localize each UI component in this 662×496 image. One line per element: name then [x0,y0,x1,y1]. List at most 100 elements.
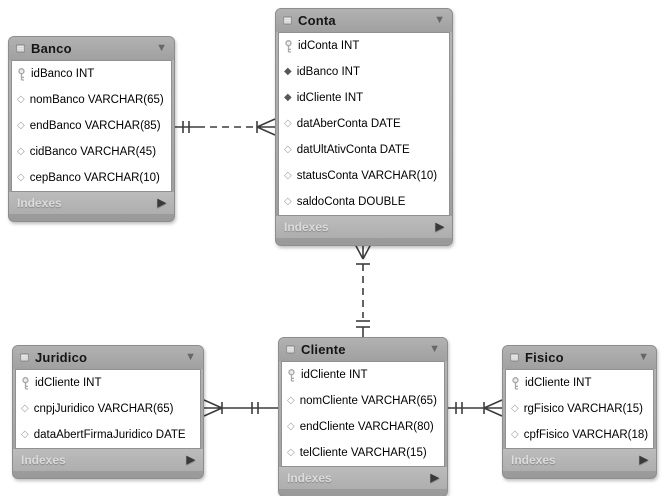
relationship-juridico-cliente[interactable] [203,399,278,417]
relationship-conta-cliente[interactable] [354,243,372,337]
indexes-section[interactable]: Indexes ▶ [13,449,203,471]
column-icon: ◇ [284,170,292,181]
column-icon: ◇ [287,447,295,458]
primary-key-icon [17,67,26,81]
indexes-label: Indexes [17,196,62,210]
columns-list: idCliente INT ◇ cnpjJuridico VARCHAR(65)… [15,369,201,449]
expand-arrow-icon[interactable]: ▶ [435,220,444,233]
columns-list: idCliente INT ◇ rgFisico VARCHAR(15) ◇ c… [505,369,654,449]
expand-arrow-icon[interactable]: ▶ [430,471,439,484]
table-banco-header[interactable]: Banco ▼ [9,37,174,60]
column-row[interactable]: ◇ datUltAtivConta DATE [279,137,449,163]
table-icon [283,14,292,27]
column-row[interactable]: ◇ telCliente VARCHAR(15) [282,440,444,466]
primary-key-icon [287,368,296,382]
column-row[interactable]: ◇ cnpjJuridico VARCHAR(65) [16,396,200,422]
table-icon [286,343,295,356]
column-icon: ◇ [284,144,292,155]
column-row[interactable]: ◇ nomBanco VARCHAR(65) [12,87,171,113]
column-label: endCliente VARCHAR(80) [299,421,434,433]
column-label: cpfFisico VARCHAR(18) [523,429,649,441]
expand-arrow-icon[interactable]: ▶ [186,453,195,466]
table-icon [510,351,519,364]
primary-key-icon [511,376,520,390]
collapse-arrow-icon[interactable]: ▼ [429,343,440,355]
table-banco[interactable]: Banco ▼ idBanco INT ◇ nomBanco VARCHAR(6… [8,36,175,222]
table-fisico[interactable]: Fisico ▼ idCliente INT ◇ rgFisico VARCHA… [502,345,657,479]
relationship-cliente-fisico[interactable] [448,399,503,417]
indexes-section[interactable]: Indexes ▶ [276,216,452,238]
indexes-label: Indexes [511,453,556,467]
column-icon: ◇ [511,429,519,440]
column-row[interactable]: ◇ cepBanco VARCHAR(10) [12,165,171,191]
table-fisico-header[interactable]: Fisico ▼ [503,346,656,369]
table-cliente[interactable]: Cliente ▼ idCliente INT ◇ nomCliente VAR… [278,337,448,496]
column-row[interactable]: ◇ datAberConta DATE [279,111,449,137]
table-conta-header[interactable]: Conta ▼ [276,9,452,32]
indexes-section[interactable]: Indexes ▶ [9,192,174,214]
column-label: idCliente INT [35,377,102,389]
column-row[interactable]: idCliente INT [16,370,200,396]
table-title: Conta [298,13,336,28]
column-row[interactable]: idCliente INT [506,370,653,396]
table-icon [20,351,29,364]
column-row[interactable]: ◇ cpfFisico VARCHAR(18) [506,422,653,448]
columns-list: idBanco INT ◇ nomBanco VARCHAR(65) ◇ end… [11,60,172,192]
table-title: Banco [31,41,72,56]
column-row[interactable]: ◇ nomCliente VARCHAR(65) [282,388,444,414]
column-row[interactable]: ◆ idCliente INT [279,85,449,111]
table-juridico-header[interactable]: Juridico ▼ [13,346,203,369]
column-row[interactable]: ◇ saldoConta DOUBLE [279,189,449,215]
column-row[interactable]: ◇ statusConta VARCHAR(10) [279,163,449,189]
column-row[interactable]: idCliente INT [282,362,444,388]
collapse-arrow-icon[interactable]: ▼ [156,42,167,54]
table-title: Juridico [35,350,88,365]
table-icon [16,42,25,55]
table-title: Fisico [525,350,564,365]
indexes-label: Indexes [287,471,332,485]
column-row[interactable]: ◇ dataAbertFirmaJuridico DATE [16,422,200,448]
foreign-key-icon: ◆ [284,92,292,103]
table-cliente-header[interactable]: Cliente ▼ [279,338,447,361]
collapse-arrow-icon[interactable]: ▼ [434,14,445,26]
expand-arrow-icon[interactable]: ▶ [157,196,166,209]
column-label: nomBanco VARCHAR(65) [29,94,164,106]
column-icon: ◇ [17,172,25,183]
column-row[interactable]: ◆ idBanco INT [279,59,449,85]
column-row[interactable]: ◇ cidBanco VARCHAR(45) [12,139,171,165]
indexes-section[interactable]: Indexes ▶ [503,449,656,471]
column-label: idBanco INT [296,66,360,78]
primary-key-icon [284,39,293,53]
column-label: statusConta VARCHAR(10) [296,170,438,182]
column-label: endBanco VARCHAR(85) [29,120,161,132]
column-row[interactable]: ◇ endBanco VARCHAR(85) [12,113,171,139]
collapse-arrow-icon[interactable]: ▼ [185,351,196,363]
column-label: idConta INT [298,40,360,52]
column-icon: ◇ [287,395,295,406]
column-label: datAberConta DATE [296,118,401,130]
column-label: idCliente INT [301,369,368,381]
indexes-section[interactable]: Indexes ▶ [279,467,447,489]
column-label: idCliente INT [525,377,592,389]
column-label: datUltAtivConta DATE [296,144,410,156]
columns-list: idCliente INT ◇ nomCliente VARCHAR(65) ◇… [281,361,445,467]
column-row[interactable]: ◇ rgFisico VARCHAR(15) [506,396,653,422]
column-icon: ◇ [284,196,292,207]
relationship-banco-conta[interactable] [175,118,276,136]
column-label: nomCliente VARCHAR(65) [299,395,437,407]
column-row[interactable]: idBanco INT [12,61,171,87]
column-label: telCliente VARCHAR(15) [299,447,427,459]
column-icon: ◇ [511,403,519,414]
collapse-arrow-icon[interactable]: ▼ [638,351,649,363]
column-row[interactable]: ◇ endCliente VARCHAR(80) [282,414,444,440]
table-juridico[interactable]: Juridico ▼ idCliente INT ◇ cnpjJuridico … [12,345,204,479]
column-icon: ◇ [17,120,25,131]
expand-arrow-icon[interactable]: ▶ [639,453,648,466]
column-label: rgFisico VARCHAR(15) [523,403,643,415]
table-title: Cliente [301,342,346,357]
primary-key-icon [21,376,30,390]
column-row[interactable]: idConta INT [279,33,449,59]
table-conta[interactable]: Conta ▼ idConta INT ◆ idBanco INT ◆ idCl… [275,8,453,246]
